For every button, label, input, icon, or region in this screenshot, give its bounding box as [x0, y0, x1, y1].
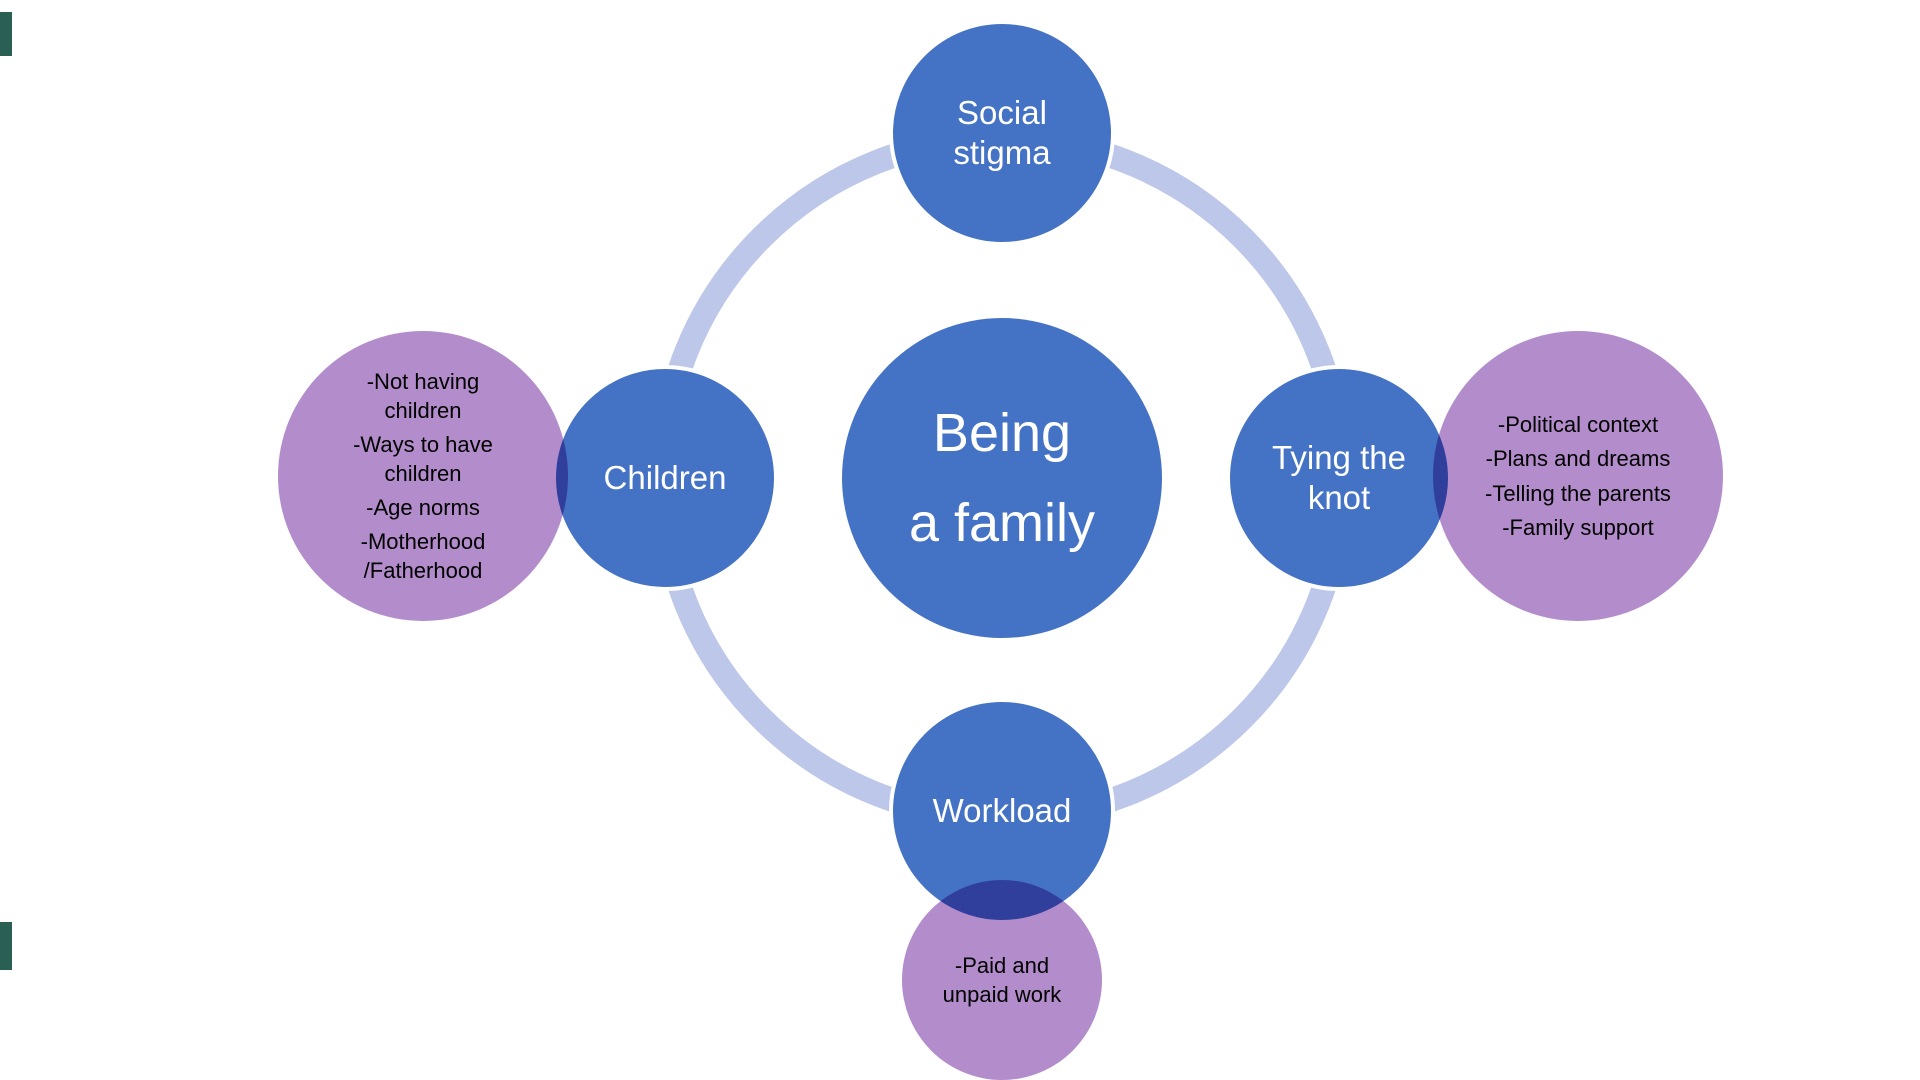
node-children-label: Children	[603, 458, 727, 496]
detail-circle-children-text: -Not having children -Ways to have child…	[331, 362, 516, 590]
detail-circle-workload-text: -Paid and unpaid work	[936, 946, 1068, 1014]
node-social-stigma-label: Social stigma	[953, 93, 1051, 171]
detail-item: -Motherhood /Fatherhood	[360, 529, 486, 584]
detail-item: -Ways to have children	[353, 431, 493, 486]
detail-circle-tying-the-knot-text: -Political context -Plans and dreams -Te…	[1457, 405, 1699, 546]
node-tying-the-knot: Tying the knot	[1226, 365, 1452, 591]
detail-circle-tying-the-knot: -Political context -Plans and dreams -Te…	[1433, 331, 1723, 621]
edge-artifact-bottom	[0, 922, 12, 970]
node-tying-the-knot-label: Tying the knot	[1272, 438, 1406, 516]
detail-item: -Political context	[1497, 412, 1659, 438]
detail-item: -Plans and dreams	[1485, 446, 1671, 472]
node-social-stigma: Social stigma	[889, 20, 1115, 246]
detail-item: -Not having children	[366, 368, 480, 423]
center-label-line-2: a family	[908, 493, 1096, 553]
detail-circle-workload: -Paid and unpaid work	[902, 880, 1102, 1080]
detail-item: -Family support	[1502, 514, 1654, 540]
detail-item: -Telling the parents	[1485, 480, 1671, 506]
edge-artifact-top	[0, 12, 12, 56]
detail-circle-children: -Not having children -Ways to have child…	[278, 331, 568, 621]
node-children: Children	[552, 365, 778, 591]
center-node-label: Being a family	[909, 406, 1095, 550]
center-label-line-1: Being	[932, 403, 1072, 463]
center-node-being-a-family: Being a family	[842, 318, 1162, 638]
detail-item: -Paid and unpaid work	[942, 952, 1062, 1007]
detail-item: -Age norms	[366, 495, 480, 521]
node-workload-label: Workload	[932, 791, 1072, 829]
